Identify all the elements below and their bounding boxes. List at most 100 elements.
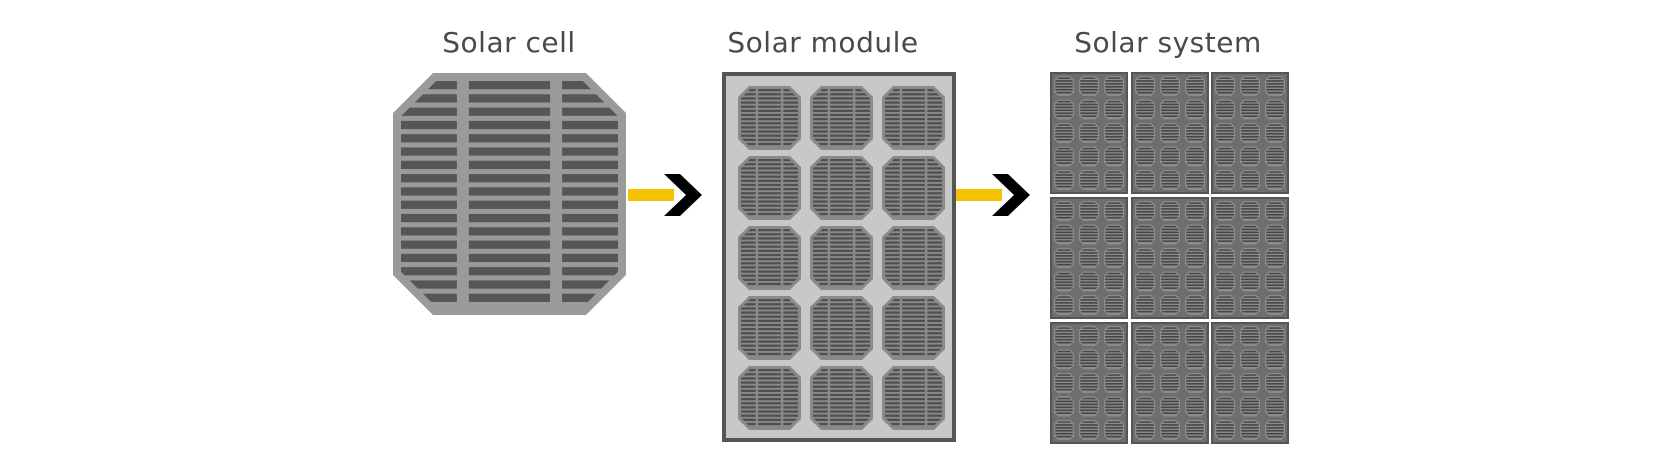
cell-finger-line — [1105, 353, 1123, 356]
cell-finger-line — [1241, 171, 1259, 173]
cell-finger-line — [1241, 249, 1259, 251]
solar-cell-icon — [393, 73, 626, 315]
cell-finger-line — [1105, 377, 1123, 379]
cell-finger-line — [813, 311, 870, 314]
cell-lines — [1136, 350, 1154, 367]
cell-lines — [1105, 202, 1123, 219]
cell-finger-line — [813, 208, 870, 211]
solar-cell — [1265, 99, 1285, 120]
cell-finger-line — [1161, 213, 1179, 216]
cell-finger-line — [1266, 388, 1284, 391]
cell-finger-line — [1136, 216, 1154, 219]
cell-finger-line — [1266, 162, 1284, 164]
cell-lines — [1186, 421, 1204, 438]
cell-lines — [1055, 296, 1073, 313]
cell-finger-line — [885, 402, 942, 405]
cell-finger-line — [813, 348, 870, 351]
cell-busbar — [827, 366, 831, 430]
cell-lines — [1136, 249, 1154, 266]
cell-finger-line — [1216, 150, 1234, 153]
cell-finger-line — [813, 282, 870, 286]
cell-finger-line — [885, 410, 942, 413]
cell-finger-line — [1161, 365, 1179, 367]
solar-cell — [1104, 271, 1124, 292]
cell-finger-line — [813, 122, 870, 125]
solar-cell — [1079, 76, 1099, 96]
cell-finger-line — [885, 377, 942, 380]
cell-finger-line — [1241, 208, 1259, 210]
solar-cell — [1265, 326, 1285, 346]
cell-finger-line — [813, 328, 870, 331]
solar-cell — [1185, 420, 1205, 440]
cell-finger-line — [1266, 205, 1284, 207]
cell-finger-line — [1161, 302, 1179, 304]
cell-finger-line — [1055, 400, 1073, 403]
cell-finger-line — [1105, 287, 1123, 289]
cell-finger-line — [1241, 234, 1259, 237]
cell-lines — [1216, 296, 1234, 313]
cell-finger-line — [1186, 106, 1204, 109]
cell-finger-line — [1136, 421, 1154, 423]
cell-finger-line — [885, 89, 942, 92]
cell-finger-line — [1241, 327, 1259, 329]
cell-finger-line — [1216, 177, 1234, 179]
cell-finger-line — [885, 93, 942, 96]
solar-cell — [1104, 373, 1124, 393]
cell-finger-line — [1136, 185, 1154, 188]
cell-finger-line — [813, 175, 870, 178]
cell-finger-line — [1241, 130, 1259, 132]
solar-cell — [1215, 146, 1235, 167]
cell-finger-line — [1136, 150, 1154, 153]
solar-cell — [1104, 76, 1124, 96]
cell-finger-line — [1241, 305, 1259, 307]
cell-finger-line — [1136, 156, 1154, 159]
cell-finger-line — [1241, 205, 1259, 207]
cell-finger-line — [813, 142, 870, 146]
cell-finger-line — [813, 344, 870, 347]
cell-finger-line — [1136, 263, 1154, 266]
solar-cell — [1215, 170, 1235, 190]
cell-finger-line — [1216, 281, 1234, 284]
cell-finger-line — [1055, 383, 1073, 385]
cell-finger-line — [1161, 133, 1179, 135]
cell-finger-line — [1186, 310, 1204, 313]
cell-finger-line — [1161, 112, 1179, 115]
cell-finger-line — [1105, 406, 1123, 409]
cell-finger-line — [1266, 240, 1284, 242]
cell-finger-line — [1105, 255, 1123, 257]
solar-cell — [1265, 396, 1285, 417]
cell-busbar — [852, 366, 856, 430]
cell-finger-line — [1136, 307, 1154, 310]
cell-finger-line — [1216, 302, 1234, 304]
cell-finger-line — [1136, 77, 1154, 79]
cell-finger-line — [1055, 213, 1073, 216]
cell-finger-line — [813, 307, 870, 310]
cell-lines — [1080, 421, 1098, 438]
solar-cell — [1054, 170, 1074, 190]
cell-finger-line — [1055, 362, 1073, 365]
cell-lines — [1136, 421, 1154, 438]
cell-finger-line — [1161, 138, 1179, 141]
solar-cell — [1104, 224, 1124, 245]
cell-finger-line — [1105, 338, 1123, 341]
cell-lines — [1055, 100, 1073, 117]
cell-finger-line — [741, 167, 798, 170]
cell-finger-line — [1241, 240, 1259, 242]
solar-cell — [1079, 349, 1099, 370]
cell-finger-line — [1186, 299, 1204, 301]
cell-finger-line — [1241, 138, 1259, 141]
cell-finger-line — [1266, 147, 1284, 150]
cell-lines — [1080, 124, 1098, 141]
solar-cell — [1265, 295, 1285, 315]
solar-cell — [1054, 76, 1074, 96]
cell-lines — [885, 89, 942, 146]
cell-finger-line — [1266, 350, 1284, 353]
solar-cell — [1265, 146, 1285, 167]
cell-lines — [1136, 171, 1154, 188]
cell-lines — [1161, 202, 1179, 219]
cell-finger-line — [1136, 211, 1154, 213]
cell-finger-line — [1216, 341, 1234, 344]
cell-finger-line — [1080, 106, 1098, 109]
cell-finger-line — [1241, 252, 1259, 254]
cell-finger-line — [741, 336, 798, 339]
